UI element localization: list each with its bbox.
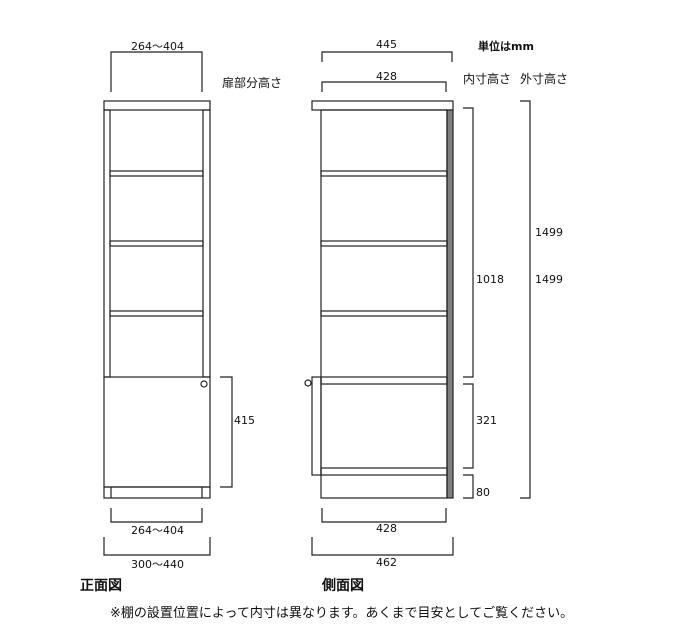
front-outer-width: 300～440 <box>131 558 184 571</box>
front-view-title: 正面図 <box>80 578 122 594</box>
side-inner-depth-top: 428 <box>376 70 397 83</box>
door-knob-icon <box>200 380 208 388</box>
side-outer-depth-top: 445 <box>376 38 397 51</box>
side-view-title: 側面図 <box>322 578 364 594</box>
front-view <box>103 51 233 556</box>
side-door <box>311 376 322 476</box>
footnote: ※棚の設置位置によって内寸は異なります。あくまで目安としてご覧ください。 <box>110 606 574 621</box>
outer-height-2: 1499 <box>535 273 563 286</box>
front-door <box>103 376 211 488</box>
front-top-width: 264～404 <box>131 40 184 53</box>
plinth-height: 80 <box>476 486 490 499</box>
inner-height-lower: 321 <box>476 414 497 427</box>
inner-height-upper: 1018 <box>476 273 504 286</box>
outer-height-label: 外寸高さ <box>520 72 569 86</box>
side-inner-depth-bottom: 428 <box>376 522 397 535</box>
door-height: 415 <box>234 414 255 427</box>
door-height-label: 扉部分高さ <box>222 76 283 90</box>
front-inner-width: 264～404 <box>131 524 184 537</box>
side-view <box>304 51 531 556</box>
unit-label: 単位はmm <box>478 40 534 53</box>
side-outer-depth-bottom: 462 <box>376 556 397 569</box>
outer-height-1: 1499 <box>535 226 563 239</box>
inner-height-label: 内寸高さ <box>463 72 512 86</box>
